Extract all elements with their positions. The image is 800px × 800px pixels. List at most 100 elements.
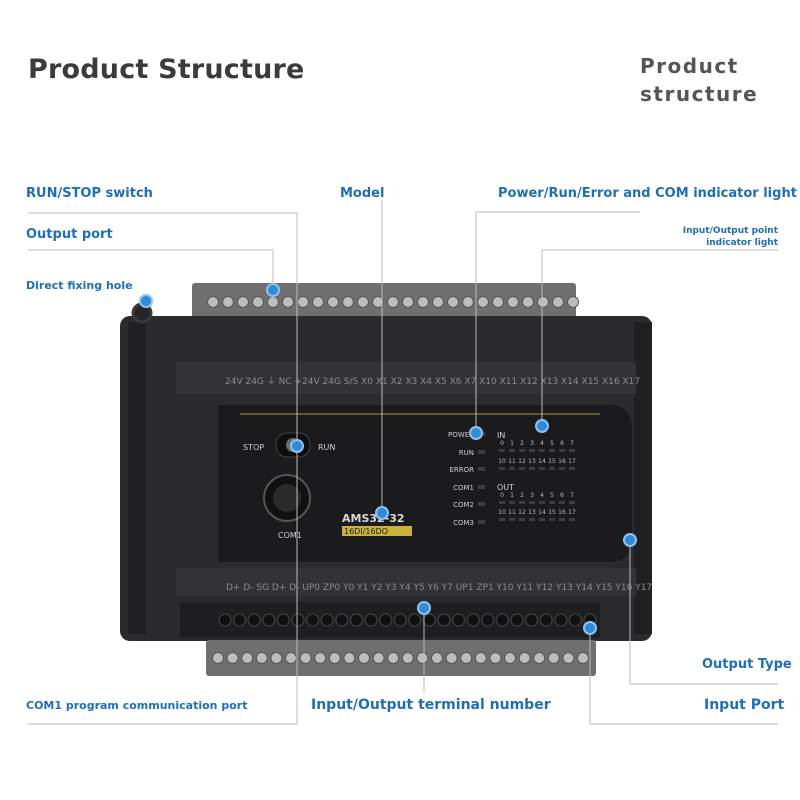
io-led	[559, 449, 565, 452]
led-digit: 17	[568, 509, 576, 516]
in-label: IN	[497, 431, 505, 440]
terminal-screw	[562, 652, 575, 664]
led-digit: 5	[550, 440, 554, 447]
terminal-screw	[507, 296, 519, 308]
terminal-screw	[387, 296, 399, 308]
terminal-socket	[320, 613, 334, 627]
terminal-socket	[305, 613, 320, 627]
terminal-screw	[416, 652, 429, 664]
led-digit: 15	[548, 458, 556, 465]
label-io-indicator-line-2: indicator light	[706, 238, 778, 248]
com1-label: COM1	[278, 531, 302, 540]
label-output-port: Output port	[26, 227, 113, 242]
led-digit: 13	[528, 509, 536, 516]
terminal-screw	[489, 652, 502, 664]
io-led	[569, 501, 575, 504]
marker-fixing-hole	[139, 294, 153, 308]
label-model: Model	[340, 186, 385, 201]
terminal-screw	[241, 652, 254, 664]
io-led	[499, 467, 505, 470]
led-digit: 3	[530, 440, 534, 447]
bottom-terminal-labels: D+ D- SG D+ D- UP0 ZP0 Y0 Y1 Y2 Y3 Y4 Y5…	[226, 583, 652, 593]
led-digit: 6	[560, 492, 564, 499]
terminal-socket	[378, 613, 393, 627]
terminal-socket	[364, 613, 378, 627]
io-led	[519, 449, 525, 452]
io-led	[529, 449, 535, 452]
terminal-socket	[539, 613, 553, 627]
marker-input-port	[583, 621, 597, 635]
led-digit: 1	[510, 492, 514, 499]
led-digit: 1	[510, 440, 514, 447]
io-led	[549, 501, 555, 504]
terminal-socket	[276, 613, 291, 627]
terminal-screw	[255, 652, 268, 664]
led-digit: 0	[500, 492, 504, 499]
led-digit: 11	[508, 509, 516, 516]
terminal-screw	[282, 296, 294, 308]
marker-io-light	[535, 419, 549, 433]
out-label: OUT	[497, 483, 514, 492]
terminal-screw	[577, 652, 589, 664]
io-led	[509, 501, 515, 504]
led-digit: 10	[498, 509, 506, 516]
led-digit: 14	[538, 458, 546, 465]
status-label: RUN	[459, 449, 474, 457]
io-led	[559, 518, 565, 521]
led-digit: 7	[570, 492, 574, 499]
label-com1-port: COM1 program communication port	[26, 699, 248, 712]
terminal-screw	[357, 296, 369, 308]
label-run-stop-switch: RUN/STOP switch	[26, 186, 153, 201]
io-led	[539, 518, 545, 521]
io-led	[519, 518, 525, 521]
led-digit: 4	[540, 440, 544, 447]
io-led	[519, 467, 525, 470]
io-led	[499, 518, 505, 521]
label-fixing-hole: Direct fixing hole	[26, 279, 133, 292]
terminal-screw	[460, 652, 473, 664]
terminal-socket	[422, 613, 437, 627]
status-label: COM3	[453, 519, 474, 527]
label-io-indicator: Input/Output point indicator light	[660, 225, 778, 249]
terminal-socket	[466, 613, 480, 627]
terminal-screw	[270, 652, 283, 664]
terminal-socket	[218, 613, 232, 627]
io-led	[569, 449, 575, 452]
leader-lines	[28, 200, 778, 725]
terminal-screw	[299, 652, 312, 664]
switch-run-label: RUN	[318, 443, 335, 452]
terminal-screw	[447, 296, 459, 308]
terminal-screw	[358, 652, 370, 664]
status-led	[478, 467, 485, 471]
label-io-indicator-line-1: Input/Output point	[682, 226, 778, 236]
terminal-screw	[402, 296, 414, 308]
io-led	[509, 518, 515, 521]
terminal-screw	[267, 296, 279, 308]
terminal-socket	[393, 613, 407, 627]
terminal-screw	[387, 652, 400, 664]
label-power-indicator: Power/Run/Error and COM indicator light	[498, 186, 797, 201]
led-digit: 13	[528, 458, 536, 465]
marker-output-port	[266, 283, 280, 297]
led-digit: 3	[530, 492, 534, 499]
page-subtitle: Product structure	[640, 52, 757, 108]
io-led	[539, 467, 545, 470]
led-digit: 16	[558, 458, 566, 465]
terminal-screw	[207, 296, 219, 308]
status-label: COM1	[453, 484, 474, 492]
switch-stop-label: STOP	[243, 443, 264, 452]
model-text: AMS32-32	[342, 512, 405, 525]
label-output-type: Output Type	[702, 657, 792, 672]
io-led	[569, 467, 575, 470]
bottom-terminal-block	[206, 640, 596, 676]
terminal-screw	[522, 296, 534, 308]
terminal-screw	[212, 652, 224, 664]
io-led	[539, 449, 545, 452]
io-led	[509, 467, 515, 470]
terminal-screw	[314, 652, 327, 664]
marker-dots	[139, 283, 637, 635]
terminal-screw	[327, 296, 339, 308]
led-digit: 4	[540, 492, 544, 499]
